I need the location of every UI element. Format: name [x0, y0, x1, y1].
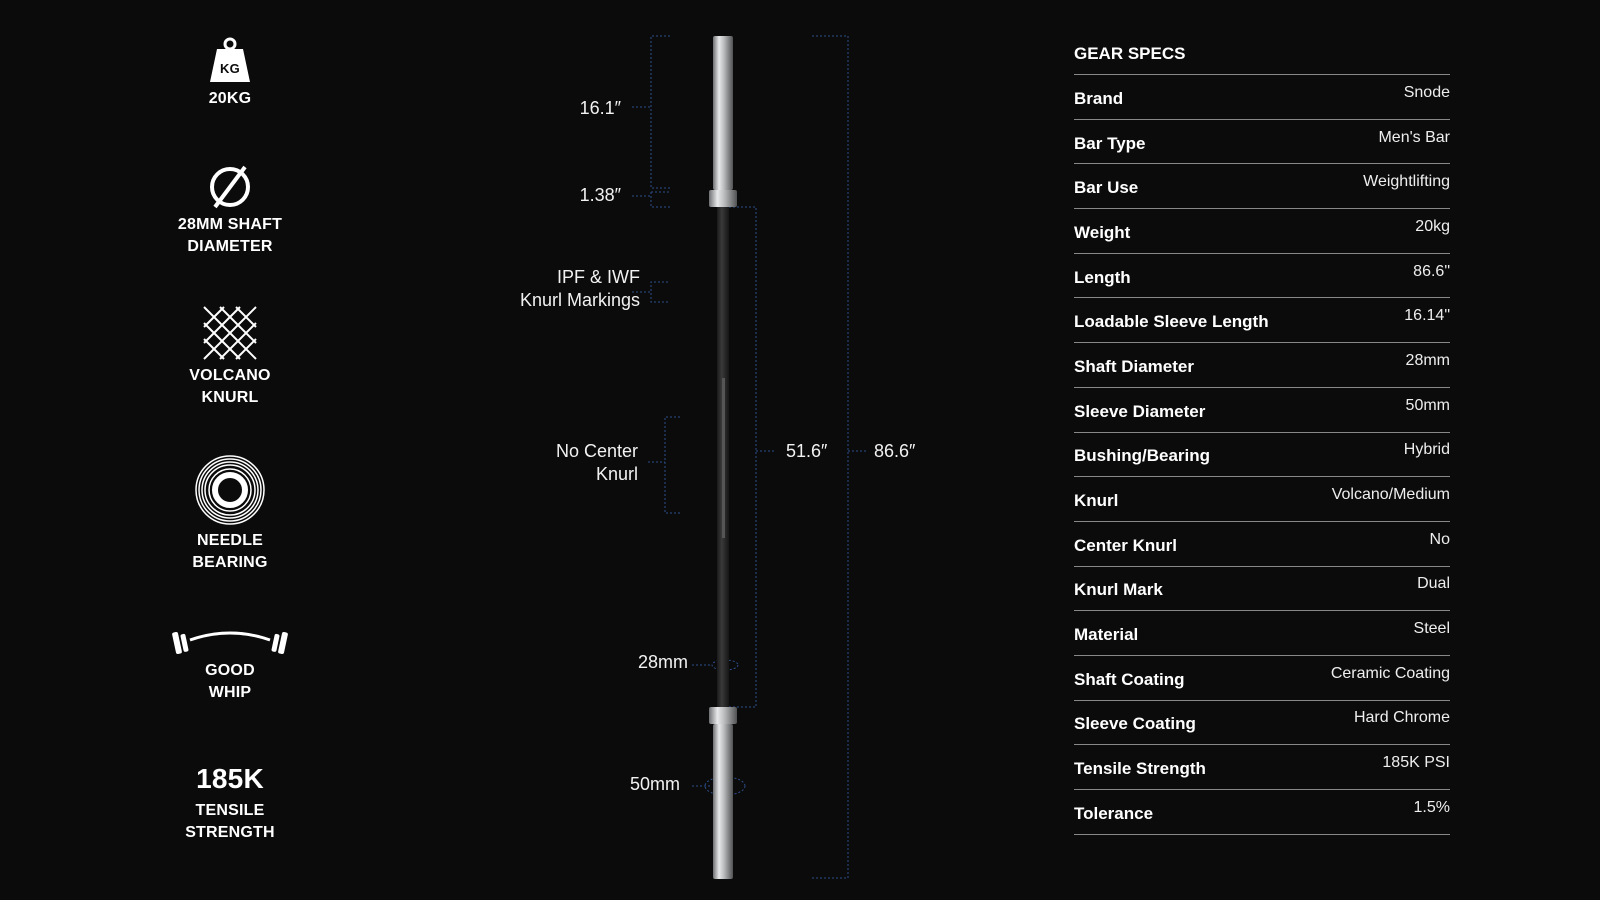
spec-key: Bar Use: [1074, 178, 1139, 198]
spec-row: Bar Type Men's Bar: [1074, 120, 1450, 165]
spec-row: Bushing/Bearing Hybrid: [1074, 433, 1450, 478]
feature-weight: KG 20KG: [150, 36, 310, 110]
spec-key: Tolerance: [1074, 803, 1154, 823]
spec-value: 20kg: [1415, 217, 1450, 235]
shaft-length-label: 51.6″: [786, 441, 828, 461]
feature-label: 28MM SHAFT: [177, 216, 283, 233]
spec-value: Snode: [1403, 83, 1450, 101]
feature-bearing: NEEDLE BEARING: [150, 454, 310, 574]
spec-value: Ceramic Coating: [1330, 664, 1450, 682]
feature-label: VOLCANO: [189, 367, 271, 384]
spec-value: Dual: [1417, 575, 1450, 593]
spec-value: Men's Bar: [1378, 128, 1450, 146]
kettlebell-kg-icon: KG: [210, 37, 250, 82]
whip-barbell-icon: [172, 631, 288, 655]
spec-row: Shaft Coating Ceramic Coating: [1074, 656, 1450, 701]
spec-value: 16.14": [1404, 307, 1450, 325]
spec-row: Tensile Strength 185K PSI: [1074, 745, 1450, 790]
spec-value: Hard Chrome: [1353, 709, 1450, 727]
spec-key: Tensile Strength: [1074, 759, 1206, 779]
feature-label: GOOD: [205, 662, 255, 679]
spec-row: Knurl Mark Dual: [1074, 567, 1450, 612]
total-length-label: 86.6″: [874, 441, 916, 461]
dimension-lines: [632, 35, 868, 879]
spec-value: 28mm: [1405, 351, 1450, 369]
spec-value: Volcano/Medium: [1331, 486, 1450, 504]
feature-label: KNURL: [201, 389, 259, 406]
shaft-diameter-label: 28mm: [637, 652, 688, 672]
spec-key: Bar Type: [1074, 133, 1146, 153]
feature-label: 20KG: [208, 90, 252, 107]
knurl-pattern-icon: [203, 306, 257, 360]
knurl-markings-label: IPF & IWF Knurl Markings: [520, 266, 640, 312]
sleeve-length-label: 16.1″: [579, 98, 621, 118]
spec-value: 50mm: [1405, 396, 1450, 414]
spec-value: 86.6": [1413, 262, 1450, 280]
collar-length-label: 1.38″: [579, 185, 621, 205]
label-line: No Center: [555, 441, 638, 461]
spec-key: Brand: [1074, 88, 1124, 108]
svg-text:KG: KG: [220, 61, 240, 76]
spec-row: Loadable Sleeve Length 16.14": [1074, 298, 1450, 344]
feature-label: TENSILE: [195, 802, 265, 819]
label-line: IPF & IWF: [557, 267, 640, 287]
spec-row: Sleeve Diameter 50mm: [1074, 388, 1450, 433]
tensile-value: 185K: [196, 763, 264, 794]
feature-label: WHIP: [208, 684, 252, 701]
diameter-icon: [210, 165, 250, 209]
spec-value: Steel: [1413, 620, 1450, 638]
spec-key: Center Knurl: [1074, 535, 1177, 555]
spec-key: Weight: [1074, 222, 1131, 242]
spec-value: Weightlifting: [1363, 173, 1450, 191]
spec-value: 1.5%: [1413, 798, 1450, 816]
spec-row: Tolerance 1.5%: [1074, 790, 1450, 835]
spec-key: Material: [1074, 625, 1139, 645]
spec-key: Sleeve Diameter: [1074, 401, 1206, 421]
spec-key: Knurl: [1074, 491, 1119, 511]
spec-row: Length 86.6": [1074, 254, 1450, 299]
spec-row: Center Knurl No: [1074, 522, 1450, 567]
spec-value: No: [1429, 530, 1450, 548]
barbell: [709, 36, 737, 879]
spec-value: Hybrid: [1403, 441, 1450, 459]
sleeve-diameter-label: 50mm: [629, 774, 680, 794]
spec-key: Length: [1074, 267, 1131, 287]
spec-row: Knurl Volcano/Medium: [1074, 477, 1450, 522]
bearing-rings-icon: [195, 455, 265, 525]
feature-label: DIAMETER: [187, 238, 273, 255]
no-center-knurl-label: No Center Knurl: [556, 440, 638, 486]
spec-row: Material Steel: [1074, 611, 1450, 656]
feature-tensile: 185K TENSILE STRENGTH: [150, 762, 310, 844]
feature-label: NEEDLE: [196, 532, 264, 549]
spec-key: Shaft Diameter: [1074, 356, 1194, 376]
label-line: Knurl: [595, 464, 638, 484]
spec-key: Loadable Sleeve Length: [1074, 312, 1269, 332]
spec-key: Bushing/Bearing: [1074, 446, 1211, 466]
spec-row: Shaft Diameter 28mm: [1074, 343, 1450, 388]
spec-row: Sleeve Coating Hard Chrome: [1074, 701, 1450, 746]
specs-title: GEAR SPECS: [1074, 40, 1450, 75]
feature-whip: GOOD WHIP: [150, 626, 310, 704]
spec-key: Sleeve Coating: [1074, 714, 1196, 734]
spec-key: Shaft Coating: [1074, 669, 1185, 689]
spec-value: 185K PSI: [1382, 754, 1450, 772]
feature-knurl: VOLCANO KNURL: [150, 305, 310, 409]
feature-diameter: 28MM SHAFT DIAMETER: [150, 164, 310, 258]
label-line: Knurl Markings: [519, 290, 640, 310]
spec-row: Weight 20kg: [1074, 209, 1450, 254]
spec-row: Brand Snode: [1074, 75, 1450, 120]
feature-label: BEARING: [192, 554, 268, 571]
spec-row: Bar Use Weightlifting: [1074, 164, 1450, 210]
feature-label: STRENGTH: [185, 824, 275, 841]
spec-key: Knurl Mark: [1074, 580, 1163, 600]
